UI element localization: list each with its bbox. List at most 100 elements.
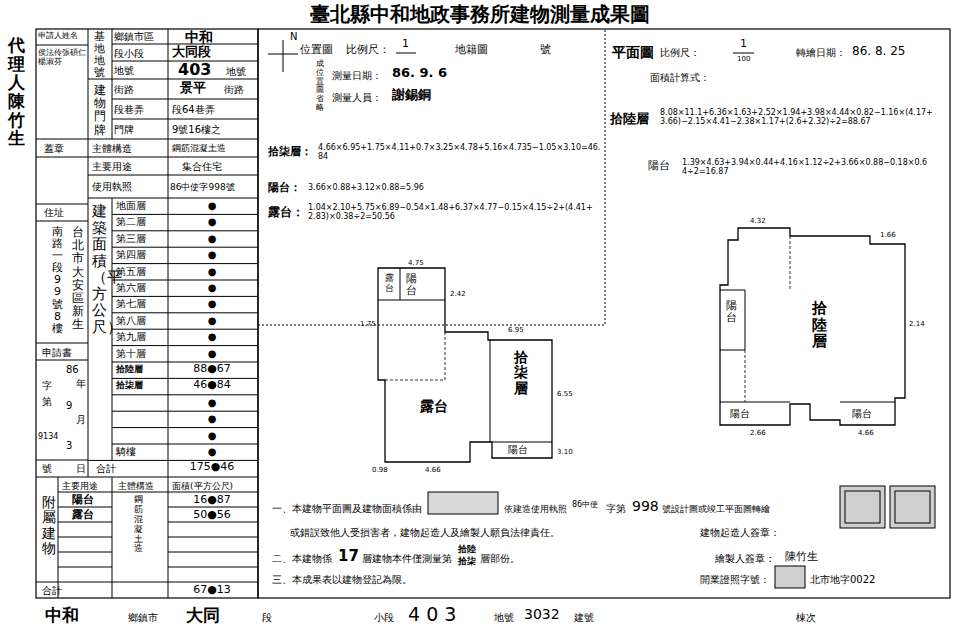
form-text: 4.66 <box>858 429 874 437</box>
table-rule <box>112 427 258 428</box>
form-text: ● <box>208 315 217 327</box>
form-text: 號 <box>42 463 52 475</box>
table-rule <box>58 537 112 538</box>
form-text: 轉繪日期： <box>796 47 846 59</box>
table-rule <box>88 175 258 176</box>
form-text: 露台： <box>268 206 304 220</box>
form-text: 段64巷弄 <box>172 104 215 116</box>
form-text: 面積計算式： <box>650 72 710 84</box>
table-rule <box>88 157 258 158</box>
form-text: 位置圖 <box>300 44 333 57</box>
form-text: 大同段 <box>172 45 211 60</box>
form-text: 地籍圖 <box>455 44 488 57</box>
form-text: 附屬建物 <box>42 495 56 557</box>
form-text: 9134 <box>38 432 58 441</box>
form-text: 2.14 <box>909 320 925 328</box>
form-text: 4.66×6.95+1.75×4.11+0.7×3.25×4.78+5.16×4… <box>318 143 603 161</box>
form-text: 9 <box>66 400 72 412</box>
table-rule <box>36 204 88 205</box>
form-text: 6.95 <box>508 326 524 334</box>
form-text: 拾柒層 <box>514 350 528 396</box>
north-arrow <box>268 40 754 72</box>
form-text: ● <box>208 266 217 278</box>
drawing-frame <box>258 29 950 598</box>
form-text: 合計 <box>42 585 62 597</box>
form-text: 3032 <box>524 606 560 622</box>
form-text: 9號16樓之 <box>172 124 221 136</box>
table-rule <box>112 411 258 412</box>
table-rule <box>112 230 258 231</box>
table-rule <box>36 45 88 46</box>
form-text: 住址 <box>44 207 64 219</box>
form-text: 第八層 <box>116 315 146 327</box>
form-text: 地號 <box>226 66 246 78</box>
form-text: 3 <box>66 440 72 452</box>
form-text: 測量人員： <box>332 92 382 104</box>
form-text: ● <box>208 331 217 343</box>
table-rule <box>168 537 258 538</box>
form-text: 段小段 <box>114 48 144 60</box>
form-text: 開業證照字號： <box>700 574 770 586</box>
form-text: 2.66 <box>750 429 766 437</box>
table-rule <box>112 247 258 248</box>
stamp <box>895 491 930 523</box>
table-rule <box>58 552 112 553</box>
form-text: 1.39×4.63+3.94×0.44+4.16×1.12÷2+3.66×0.8… <box>682 158 932 176</box>
table-rule <box>112 280 258 281</box>
form-text: 層建物本件僅測量第 <box>362 553 452 565</box>
form-text: 繪製人簽章： <box>715 553 775 565</box>
form-text: N <box>290 31 297 43</box>
form-text: ● <box>208 282 217 294</box>
form-table-frame <box>36 29 258 598</box>
table-rule <box>112 378 258 379</box>
form-text: 第四層 <box>116 249 146 261</box>
form-text: 175●46 <box>190 461 235 474</box>
form-text: 陽台 <box>726 300 737 324</box>
form-text: ● <box>208 233 217 245</box>
form-text: ● <box>208 298 217 310</box>
form-text: 2.42 <box>450 290 466 298</box>
form-text: ● <box>208 430 217 442</box>
table-rule <box>36 360 88 361</box>
form-text: 86 <box>66 364 79 376</box>
form-text: 第 <box>42 396 52 408</box>
form-text: 第九層 <box>116 331 146 343</box>
form-text: 403 <box>178 61 211 79</box>
form-text: 拾陸層 <box>116 364 143 374</box>
form-text: 第三層 <box>116 233 146 245</box>
form-text: 比例尺： <box>660 47 700 59</box>
floor17-plan <box>378 268 552 462</box>
form-text: 棟次 <box>796 612 816 624</box>
form-text: 北市地字0022 <box>810 574 875 586</box>
form-text: 台北市大安區新生 <box>72 226 84 332</box>
table-rule <box>36 139 88 140</box>
form-text: 騎樓 <box>116 446 136 458</box>
form-text: 中和 <box>185 29 213 45</box>
form-text: ● <box>208 200 217 212</box>
table-rule <box>112 99 258 100</box>
frames <box>36 29 950 598</box>
stamp <box>890 486 935 528</box>
form-text: 月 <box>76 414 86 426</box>
table-grid <box>36 29 258 598</box>
form-text: 88●67 <box>193 363 231 376</box>
table-rule <box>168 522 258 523</box>
form-text: 大同 <box>186 606 220 626</box>
form-text: 陽台： <box>268 182 301 195</box>
form-text: 陽台 <box>406 273 417 297</box>
floor16-plan <box>720 228 905 425</box>
table-rule <box>168 29 169 477</box>
form-text: 字 <box>42 380 52 392</box>
table-rule <box>88 79 258 80</box>
form-text: 67●13 <box>193 584 231 597</box>
form-text: 主體構造 <box>92 143 132 155</box>
table-rule <box>36 582 258 583</box>
form-text: 段 <box>262 612 272 624</box>
form-text: 4.75 <box>408 259 424 267</box>
table-rule <box>88 139 258 140</box>
form-text: 主要用途 <box>92 161 132 173</box>
form-text: 成位置圖省略 <box>316 60 324 113</box>
form-text: 陽台 <box>508 444 528 456</box>
form-text: 年 <box>76 378 86 390</box>
form-text: 鄉鎮市 <box>128 612 158 624</box>
